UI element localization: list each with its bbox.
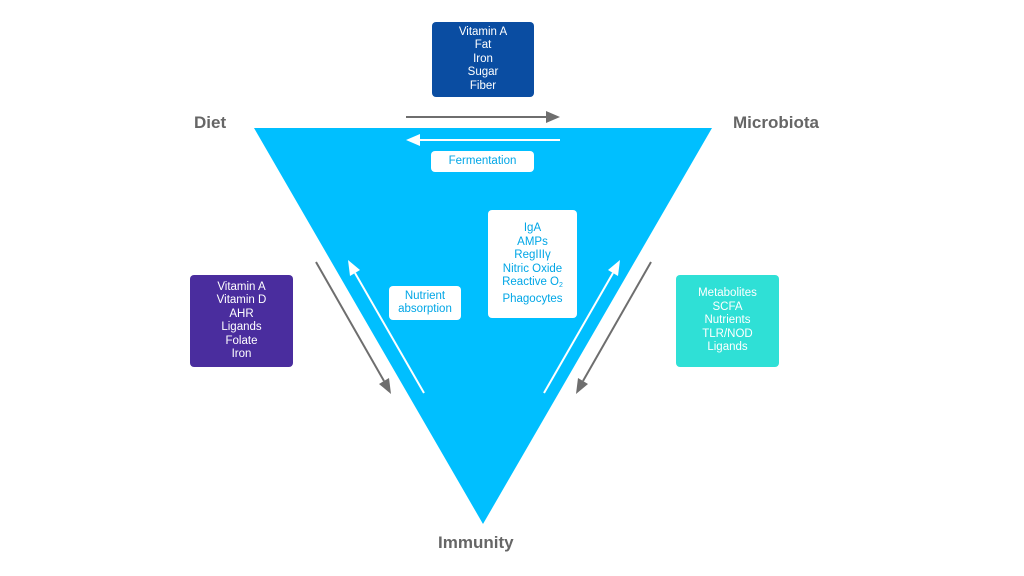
arrow-microbiota-to-immunity [582,261,652,382]
node-label-diet: Diet [194,113,227,132]
node-label-immunity: Immunity [438,533,514,552]
box-line: Sugar [467,66,499,79]
box-line: Vitamin A [458,25,508,38]
box-line: IgA [523,222,542,234]
arrow-immunity-to-microbiota [543,272,614,394]
box-line: AHR [229,307,254,320]
box-line: SCFA [712,300,743,313]
box-line: Folate [225,334,258,347]
box-line: RegIIIγ [514,249,551,261]
box-diet-immunity: Vitamin A Vitamin D AHR Ligands Folate I… [190,275,293,367]
box-microbiota-immunity: Metabolites SCFA Nutrients TLR/NOD Ligan… [676,275,779,367]
box-line-reactive-oxygen: Reactive O2 [502,276,563,293]
triangle [254,128,712,524]
box-line: Ligands [221,321,262,333]
box-fermentation: Fermentation [431,151,534,172]
box-line: Metabolites [698,287,757,300]
box-line: AMPs [517,235,548,248]
arrow-diet-to-microbiota-head [546,111,560,123]
arrow-microbiota-to-immunity-head [576,378,588,394]
box-line: Fat [474,39,492,52]
arrow-immunity-to-diet [354,272,425,394]
box-line: Fermentation [448,154,517,167]
box-immune-effectors: IgA AMPs RegIIIγ Nitric Oxide Reactive O… [488,210,577,318]
box-line: Nitric Oxide [502,262,563,275]
box-line: Iron [231,348,252,360]
box-line: Phagocytes [502,292,563,305]
box-line: Vitamin A [217,280,266,293]
box-line: Ligands [707,341,748,354]
arrow-diet-to-immunity-head [379,378,391,394]
arrow-immunity-to-microbiota-head [608,260,620,276]
arrow-microbiota-to-diet-head [406,134,420,146]
box-line: Fiber [469,79,497,92]
box-line: absorption [398,303,452,315]
box-line: Vitamin D [216,294,267,306]
box-line: TLR/NOD [702,327,753,340]
box-line: Iron [473,52,493,65]
subscript: 2 [558,282,563,289]
box-line: Nutrients [704,314,751,327]
box-line-text: Reactive O [502,276,559,288]
arrow-immunity-to-diet-head [348,260,360,276]
node-label-microbiota: Microbiota [733,113,819,132]
box-diet-to-microbiota: Vitamin A Fat Iron Sugar Fiber [432,22,534,97]
box-nutrient-absorption: Nutrient absorption [389,286,461,320]
arrow-diet-to-immunity [315,261,385,382]
box-line: Nutrient [404,289,446,302]
